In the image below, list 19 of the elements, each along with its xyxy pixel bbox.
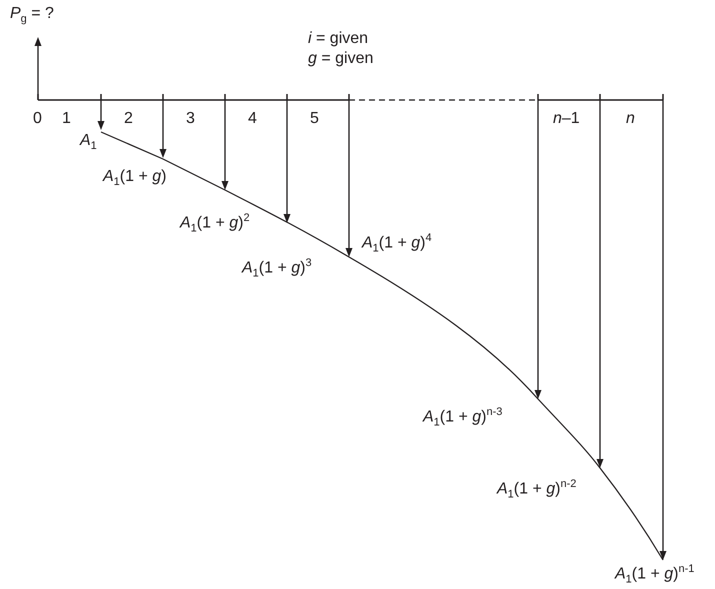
- cash-flow-label: A$_{1}$(1 + g)$^{4}$: [362, 232, 432, 255]
- cash-flow-label: A$_{1}$(1 + g)$^{n-1}$: [615, 563, 694, 586]
- cash-flow-label: A$_{1}$(1 + g)$^{2}$: [180, 212, 250, 235]
- cash-flow-label: A$_{1}$(1 + g)$^{3}$: [242, 257, 312, 280]
- period-number: 2: [124, 110, 133, 128]
- cash-flow-label: A$_{1}$(1 + g)$^{n-2}$: [497, 478, 576, 501]
- rate-note: i = given: [308, 30, 368, 48]
- period-number: n–1: [553, 110, 580, 128]
- cash-flow-label: A$_{1}$(1 + g): [103, 168, 166, 188]
- rate-note: P$_{g}$ = ?: [10, 5, 54, 26]
- cash-flow-label: A$_{1}$: [80, 132, 97, 152]
- rate-note: g = given: [308, 50, 374, 68]
- period-number: 0: [33, 110, 42, 128]
- period-number: 1: [62, 110, 71, 128]
- period-number: 4: [248, 110, 257, 128]
- period-number: 5: [310, 110, 319, 128]
- period-number: 3: [186, 110, 195, 128]
- cash-flow-label: A$_{1}$(1 + g)$^{n-3}$: [423, 406, 502, 429]
- period-number: n: [626, 110, 635, 128]
